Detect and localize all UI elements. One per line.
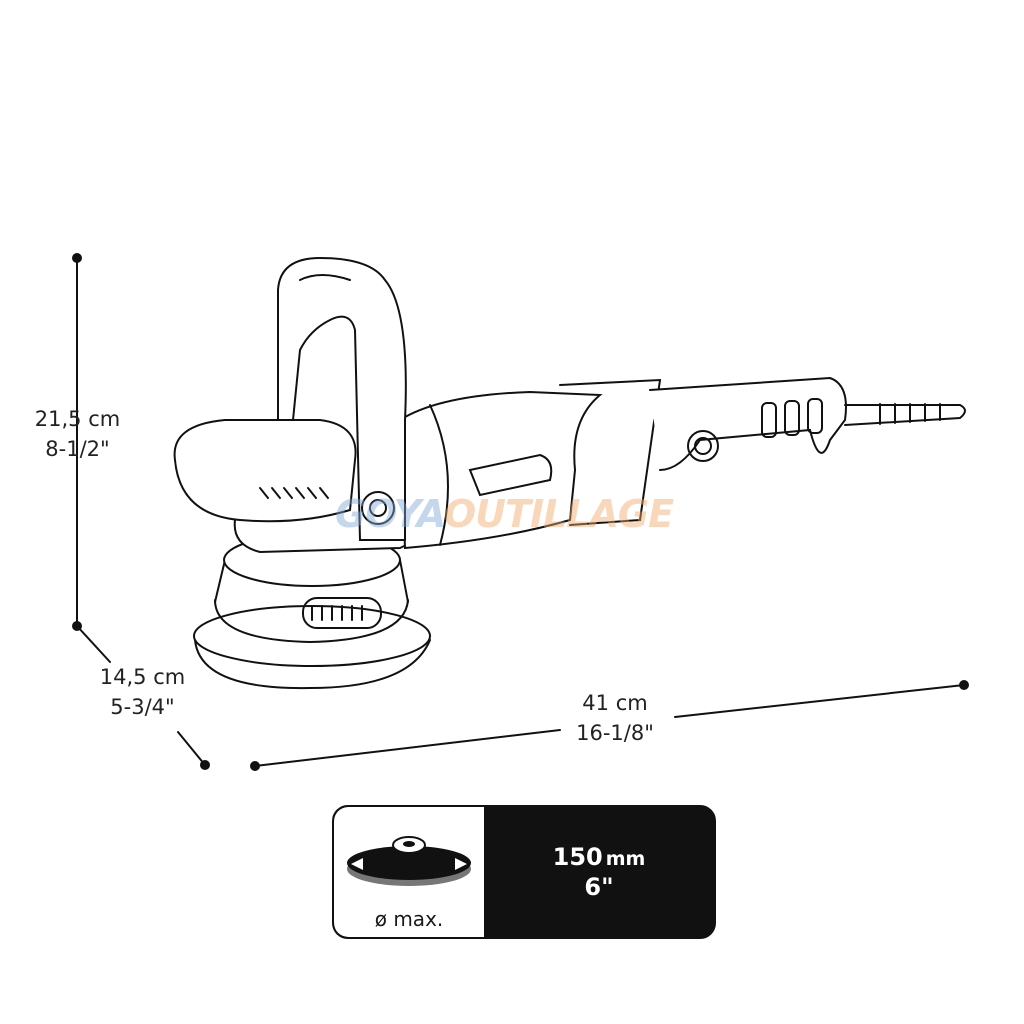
height-metric: 21,5 cm (34, 407, 121, 431)
pad-size-metric-value: 150 (552, 843, 603, 871)
pad-size-metric-unit: mm (605, 848, 646, 870)
backing-pad (193, 533, 431, 690)
power-cord (844, 403, 966, 426)
height-imperial: 8-1/2" (45, 437, 110, 461)
gear-head (173, 419, 357, 523)
pad-size-imperial: 6" (584, 873, 614, 901)
depth-dimension-line (76, 625, 210, 770)
depth-metric: 14,5 cm (99, 665, 186, 689)
watermark-logo: GOYAOUTILLAGE (335, 492, 674, 536)
rear-handle (649, 376, 847, 471)
length-dimension-label: 41 cm 16-1/8" (555, 688, 675, 748)
length-metric: 41 cm (582, 691, 648, 715)
backing-pad-icon (347, 836, 471, 886)
height-dimension-label: 21,5 cm 8-1/2" (20, 404, 135, 464)
pad-caption: ø max. (374, 907, 444, 931)
length-imperial: 16-1/8" (576, 721, 654, 745)
length-dimension-line (250, 680, 969, 771)
pad-icon-panel: ø max. (334, 807, 484, 937)
loop-handle (277, 256, 407, 541)
depth-imperial: 5-3/4" (110, 695, 175, 719)
motor-housing (233, 378, 662, 554)
depth-dimension-label: 14,5 cm 5-3/4" (85, 662, 200, 722)
